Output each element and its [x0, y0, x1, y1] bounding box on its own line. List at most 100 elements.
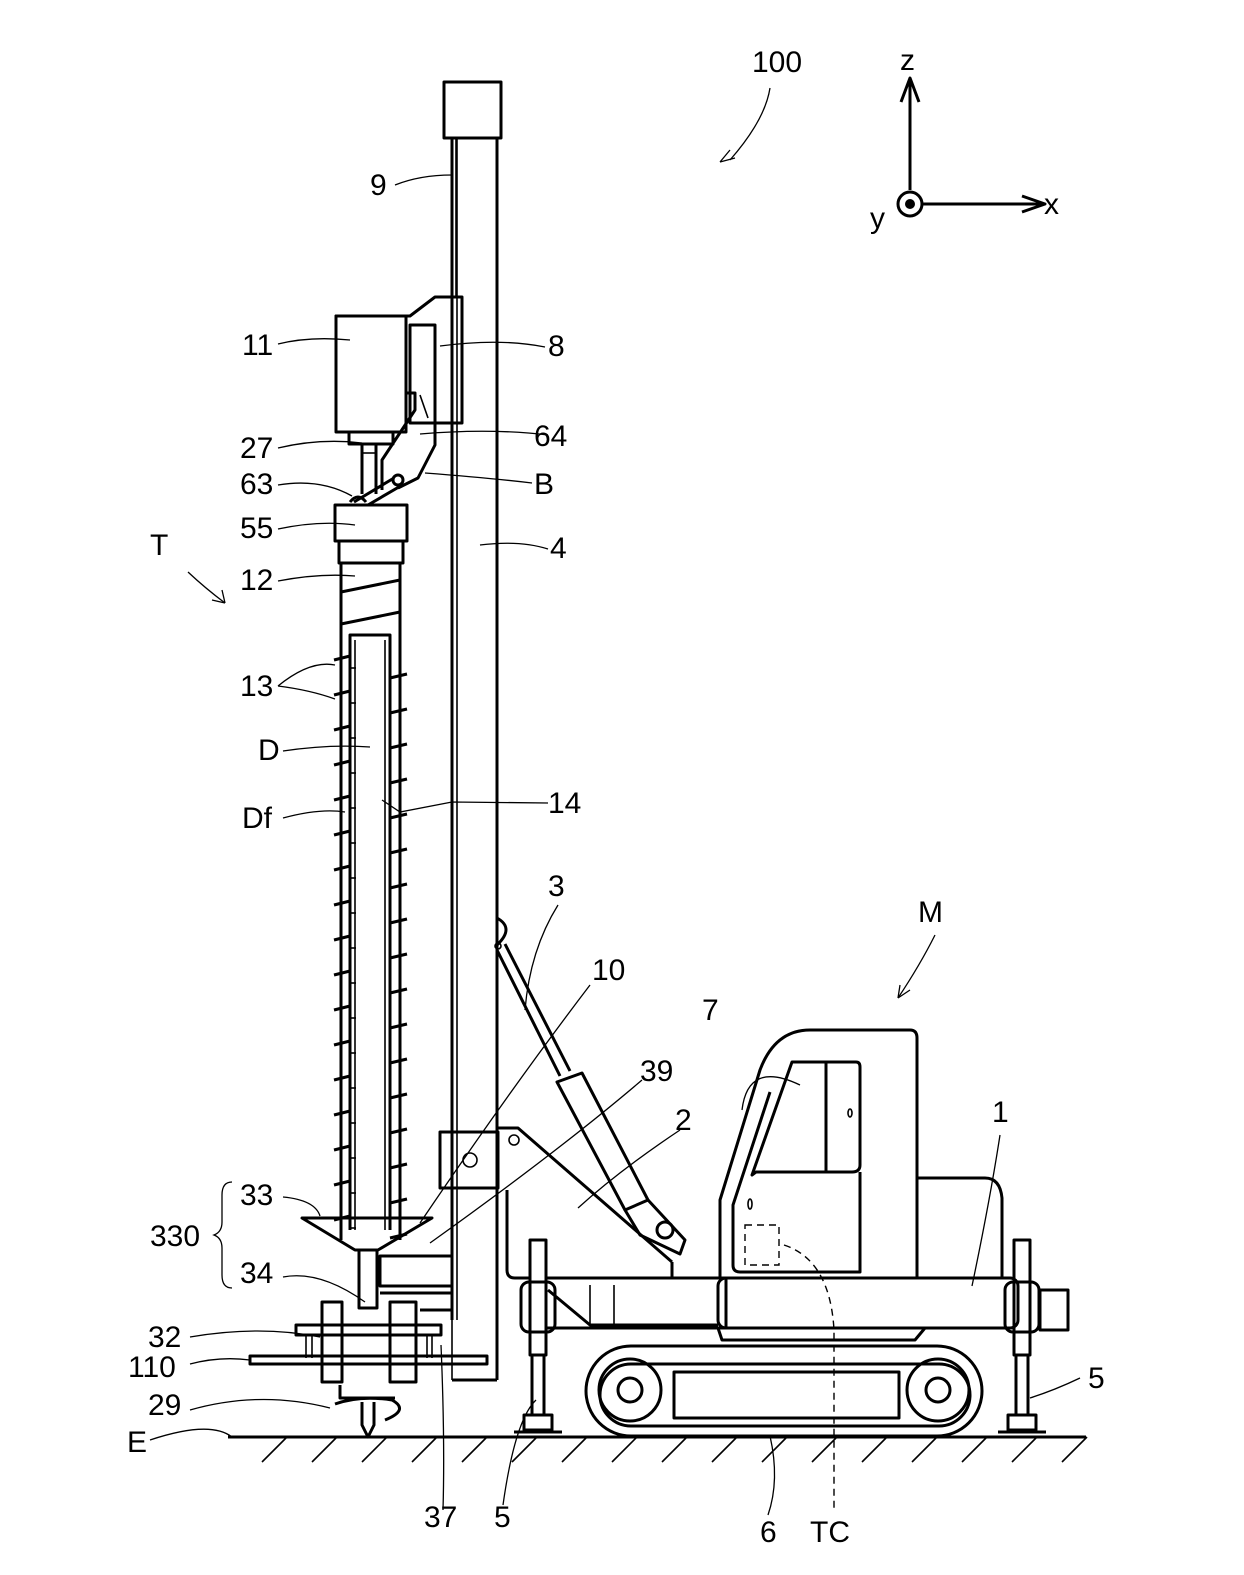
label-29: 29: [148, 1389, 181, 1422]
joint-55: [333, 503, 409, 565]
label-axis-x: x: [1044, 188, 1059, 221]
label-13: 13: [240, 670, 273, 703]
label-E: E: [127, 1426, 147, 1459]
label-5-right: 5: [1088, 1362, 1105, 1395]
label-TC: TC: [810, 1516, 850, 1549]
label-55: 55: [240, 512, 273, 545]
bracket-64: [380, 391, 437, 490]
label-34: 34: [240, 1257, 273, 1290]
auger-flight: [389, 917, 408, 925]
auger-flight: [333, 829, 351, 837]
auger-flight: [340, 578, 401, 594]
auger-flight: [333, 689, 351, 697]
bracket-arm-10: [378, 1254, 454, 1295]
label-14: 14: [548, 787, 581, 820]
label-axis-y: y: [870, 202, 885, 235]
label-39: 39: [640, 1055, 673, 1088]
label-27: 27: [240, 432, 273, 465]
leader-lines: [149, 87, 1081, 1516]
motor-11: [334, 295, 464, 446]
arm-63: [348, 473, 405, 507]
drill-bit-29: [334, 1385, 401, 1439]
auger-flight: [333, 1039, 351, 1047]
label-1: 1: [992, 1096, 1009, 1129]
crawler-track-6: [584, 1344, 984, 1438]
label-11: 11: [242, 329, 273, 362]
auger-flight: [389, 777, 408, 785]
auger-flight: [389, 1022, 408, 1030]
label-D: D: [258, 734, 280, 767]
y-axis-out-of-page-icon: [896, 190, 924, 218]
ground-hatch: [711, 1436, 738, 1463]
auger-flight: [389, 952, 408, 960]
ground-hatch: [1061, 1436, 1088, 1463]
label-9: 9: [370, 169, 387, 202]
ground-hatch: [811, 1436, 838, 1463]
ground-hatch: [361, 1436, 388, 1463]
label-4: 4: [550, 532, 567, 565]
controller-TC-box: [744, 1224, 780, 1266]
shaft-27: [360, 444, 378, 494]
reference-labels: 100 z x y 9 11 8 27 64 63 B 55 4 T 12 13…: [127, 44, 1105, 1549]
auger-flight: [389, 812, 408, 820]
label-64: 64: [534, 420, 567, 453]
coordinate-axes: [896, 76, 1047, 218]
label-axis-z: z: [900, 44, 915, 77]
label-10: 10: [592, 954, 625, 987]
auger-flight: [389, 847, 408, 855]
auger-flight: [333, 969, 351, 977]
lower-slider: [438, 1126, 673, 1264]
label-330: 330: [150, 1220, 200, 1253]
label-32: 32: [148, 1321, 181, 1354]
auger-flight: [333, 864, 351, 872]
label-7: 7: [702, 994, 719, 1027]
auger-flight: [389, 742, 408, 750]
auger-flight: [389, 1162, 408, 1170]
auger-flight: [389, 1057, 408, 1065]
guide-32: [294, 1300, 443, 1384]
auger-flight: [333, 794, 351, 802]
auger-flight: [333, 724, 351, 732]
label-2: 2: [675, 1104, 692, 1137]
auger-flight: [333, 1144, 351, 1152]
auger-flight: [333, 934, 351, 942]
ground-hatch: [611, 1436, 638, 1463]
auger-flight: [333, 1109, 351, 1117]
label-6: 6: [760, 1516, 777, 1549]
auger-flight: [340, 610, 401, 626]
ground-hatch: [661, 1436, 688, 1463]
auger-flight: [333, 654, 351, 662]
ground-hatch: [911, 1436, 938, 1463]
ground-hatch: [861, 1436, 888, 1463]
ground-E: [228, 1435, 1088, 1463]
label-B: B: [534, 468, 554, 501]
label-T: T: [150, 529, 168, 562]
label-M: M: [918, 896, 943, 929]
auger-spiral-13: [333, 578, 408, 1240]
ground-hatch: [461, 1436, 488, 1463]
auger-flight: [333, 759, 351, 767]
auger-flight: [389, 1197, 408, 1205]
label-8: 8: [548, 330, 565, 363]
ground-hatch: [761, 1436, 788, 1463]
auger-flight: [389, 1092, 408, 1100]
pile-D: [348, 633, 392, 1230]
auger-flight: [389, 1127, 408, 1135]
auger-flight: [333, 1074, 351, 1082]
frame-2: [505, 1190, 674, 1280]
label-12: 12: [240, 564, 273, 597]
body-1: [544, 1276, 1020, 1342]
ground-hatch: [261, 1436, 288, 1463]
label-37: 37: [424, 1501, 457, 1534]
auger-flight: [333, 1179, 351, 1187]
label-100: 100: [752, 46, 802, 79]
ground-hatch: [311, 1436, 338, 1463]
label-63: 63: [240, 468, 273, 501]
auger-flight: [333, 1004, 351, 1012]
label-Df: Df: [242, 802, 273, 835]
label-5-left: 5: [494, 1501, 511, 1534]
pipe-34: [357, 1248, 379, 1310]
label-110: 110: [128, 1351, 176, 1384]
slider-8: [408, 323, 437, 425]
